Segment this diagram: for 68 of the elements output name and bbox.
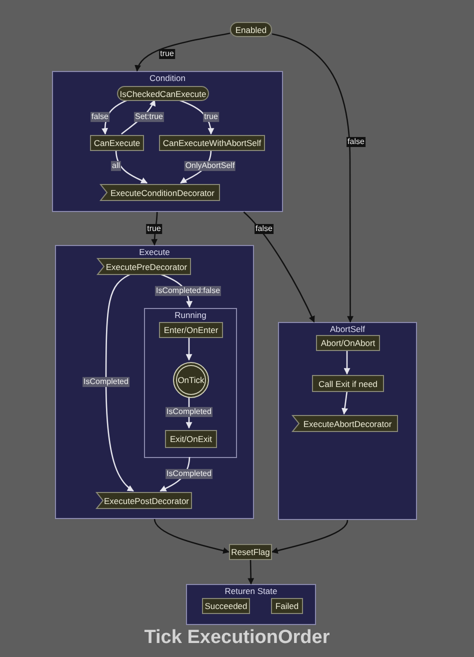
flag-box xyxy=(96,492,192,509)
state-box xyxy=(271,598,303,614)
arrow xyxy=(115,150,148,184)
state-label: ExecutePreDecorator xyxy=(104,262,188,272)
group-title: Running xyxy=(174,310,208,320)
group-panel xyxy=(55,245,254,519)
edge-label: false xyxy=(346,137,366,147)
state-label: ExecuteConditionDecorator xyxy=(110,188,214,198)
arrow xyxy=(178,99,214,135)
state-box xyxy=(312,375,384,392)
state-box xyxy=(316,335,380,351)
state-circle xyxy=(173,362,209,398)
state-label: Abort/OnAbort xyxy=(320,338,376,348)
edge-label: IsCompleted xyxy=(166,469,212,479)
arrow xyxy=(105,273,134,492)
flag-box xyxy=(97,258,191,275)
flag-box xyxy=(292,415,398,432)
state-box xyxy=(159,322,223,338)
edge-label: IsCompleted xyxy=(166,407,212,417)
state-label: OnTick xyxy=(178,375,204,385)
edge-label: OnlyAbortSelf xyxy=(184,161,236,171)
arrow xyxy=(136,32,230,72)
state-label: Enter/OnEnter xyxy=(164,325,218,335)
state-label: ExecuteAbortDecorator xyxy=(302,418,392,428)
edge-label: true xyxy=(159,49,175,59)
arrow xyxy=(186,336,192,361)
group-title: Condition xyxy=(148,73,186,83)
state-label: IsCheckedCanExecute xyxy=(120,88,206,98)
group-title: AbortSelf xyxy=(329,324,366,334)
arrow xyxy=(342,390,348,415)
edge-label: true xyxy=(203,112,219,122)
edge-label: false xyxy=(90,112,110,122)
edge-label: IsCompleted xyxy=(82,377,130,387)
state-box xyxy=(159,135,265,151)
state-label: CanExecute xyxy=(94,138,140,148)
edge-label: all xyxy=(111,161,121,171)
edge-label: false xyxy=(254,224,274,234)
arrow xyxy=(272,33,354,323)
state-label: ExecutePostDecorator xyxy=(102,496,190,506)
arrow xyxy=(271,520,348,554)
arrow xyxy=(243,212,315,323)
group-panel xyxy=(186,584,316,625)
group-panel xyxy=(52,71,283,212)
arrow xyxy=(248,560,254,585)
state-box xyxy=(229,544,272,560)
state-label: Succeeded xyxy=(204,601,248,611)
group-panel xyxy=(144,308,237,458)
state-label: Failed xyxy=(275,601,299,611)
group-panel xyxy=(278,322,417,520)
state-box xyxy=(202,598,250,614)
state-box xyxy=(90,135,144,151)
flag-box xyxy=(100,184,220,201)
state-label: Enabled xyxy=(235,24,267,34)
arrow xyxy=(102,99,128,135)
state-label: Call Exit if need xyxy=(318,378,378,388)
edge-label: true xyxy=(146,224,162,234)
arrow xyxy=(154,518,230,554)
state-box xyxy=(165,430,217,448)
diagram-title: Tick ExecutionOrder xyxy=(143,627,331,649)
state-label: CanExecuteWithAbortSelf xyxy=(162,138,262,148)
group-title: Returen State xyxy=(224,586,278,596)
group-title: Execute xyxy=(138,247,171,257)
state-pill xyxy=(230,22,272,37)
state-label: Exit/OnExit xyxy=(170,434,212,444)
edge-label: Set:true xyxy=(134,112,164,122)
state-label: ResetFlag xyxy=(231,547,270,557)
arrow xyxy=(344,350,350,375)
edge-label: IsCompleted:false xyxy=(154,286,222,296)
